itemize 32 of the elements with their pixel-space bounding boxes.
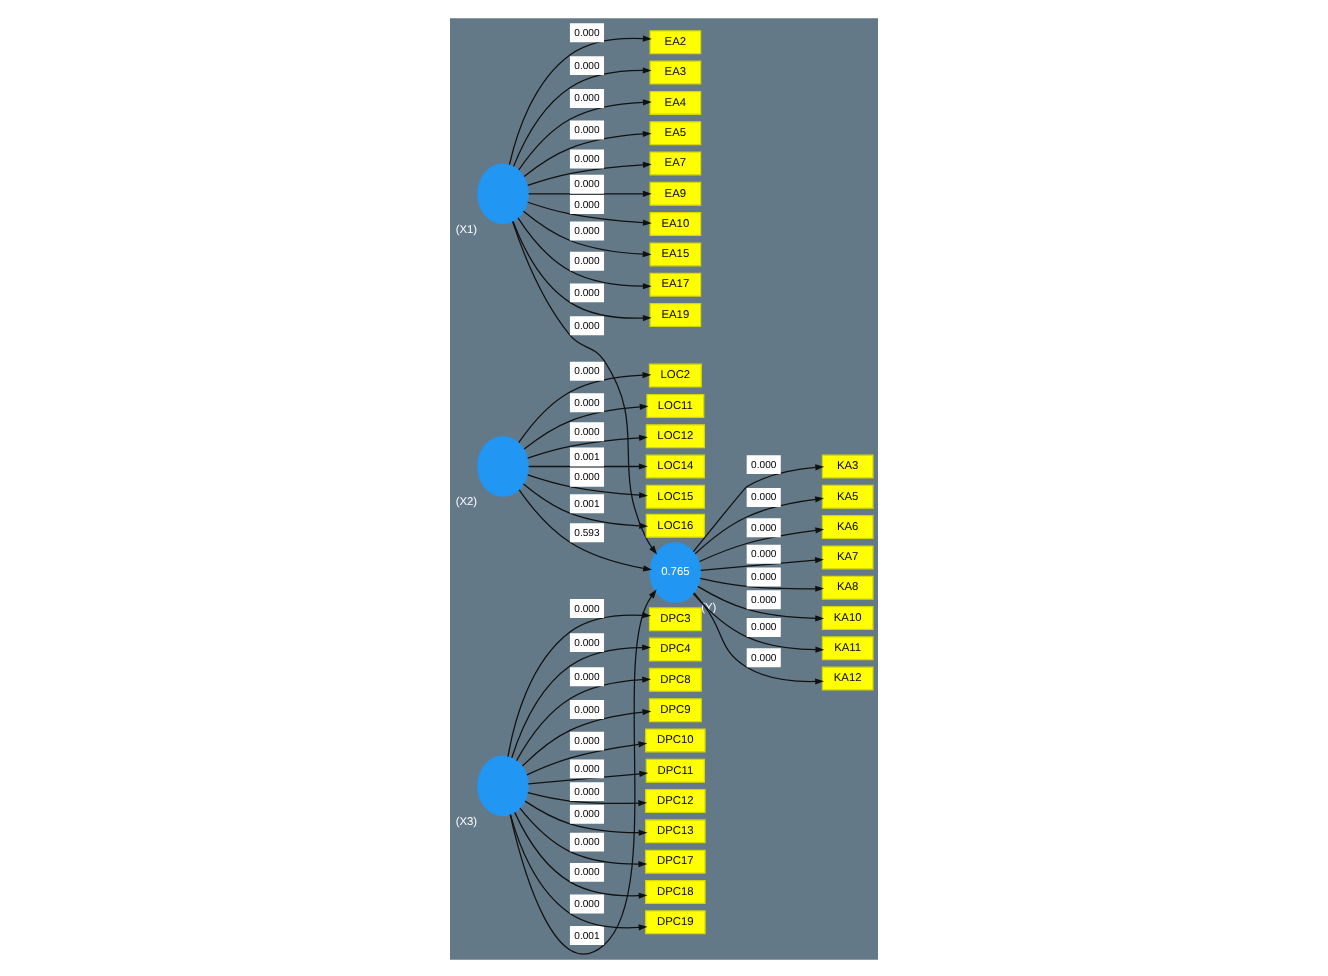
arrow [527,433,648,458]
arrow [528,462,648,469]
arrow [507,611,652,757]
arrow [699,556,824,571]
arrow [527,791,648,806]
node-circle [477,435,529,496]
arrow [694,495,824,554]
arrow [511,643,651,758]
arrow [527,473,648,498]
arrow [514,810,648,898]
arrow [518,488,653,571]
arrow [527,160,652,185]
arrow [515,675,652,761]
arrow [692,463,825,552]
arrow [697,584,825,621]
arrow [523,402,649,449]
arrow [509,813,648,930]
arrow [519,806,648,867]
node-circle [477,754,529,816]
arrow [522,482,649,528]
arrow [699,576,825,591]
arrow [527,769,649,784]
arrow [509,588,657,954]
arrow [528,189,652,196]
arrow [521,708,652,766]
arrow [523,129,652,176]
arrow [526,740,648,775]
arrow [527,200,652,225]
arrow [508,34,652,165]
arrow [522,209,652,257]
node-circle [477,162,529,224]
arrow [692,592,825,652]
